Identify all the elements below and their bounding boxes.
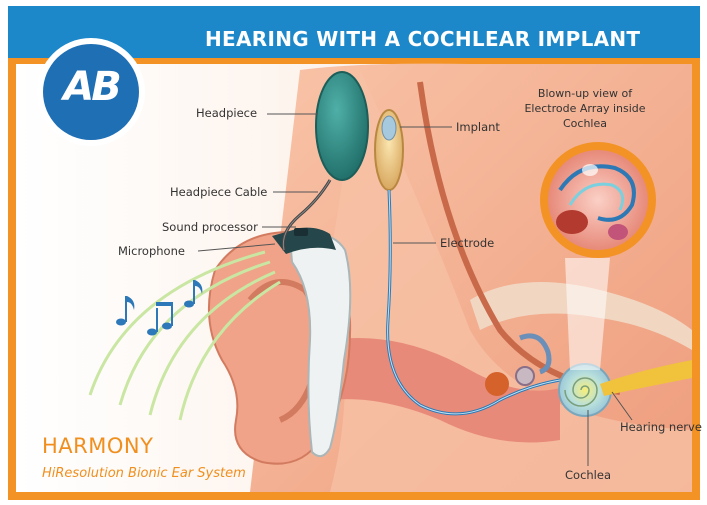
ossicles: [516, 367, 534, 385]
label-headpiece-cable: Headpiece Cable: [170, 185, 267, 199]
brand-name: HARMONY: [42, 434, 153, 458]
headpiece: [316, 72, 368, 180]
label-sound-processor: Sound processor: [162, 220, 258, 234]
poster-title: HEARING WITH A COCHLEAR IMPLANT: [205, 27, 640, 51]
label-hearing-nerve: Hearing nerve: [620, 420, 680, 435]
brand-tagline: HiResolution Bionic Ear System: [42, 466, 246, 481]
ab-logo-text: AB: [46, 64, 136, 110]
label-implant: Implant: [456, 120, 500, 134]
label-blowup-view: Blown-up view of Electrode Array inside …: [511, 86, 659, 131]
label-electrode: Electrode: [440, 236, 494, 250]
label-cochlea: Cochlea: [565, 468, 611, 482]
eardrum: [485, 372, 509, 396]
label-microphone: Microphone: [118, 244, 185, 258]
label-headpiece: Headpiece: [196, 106, 257, 120]
